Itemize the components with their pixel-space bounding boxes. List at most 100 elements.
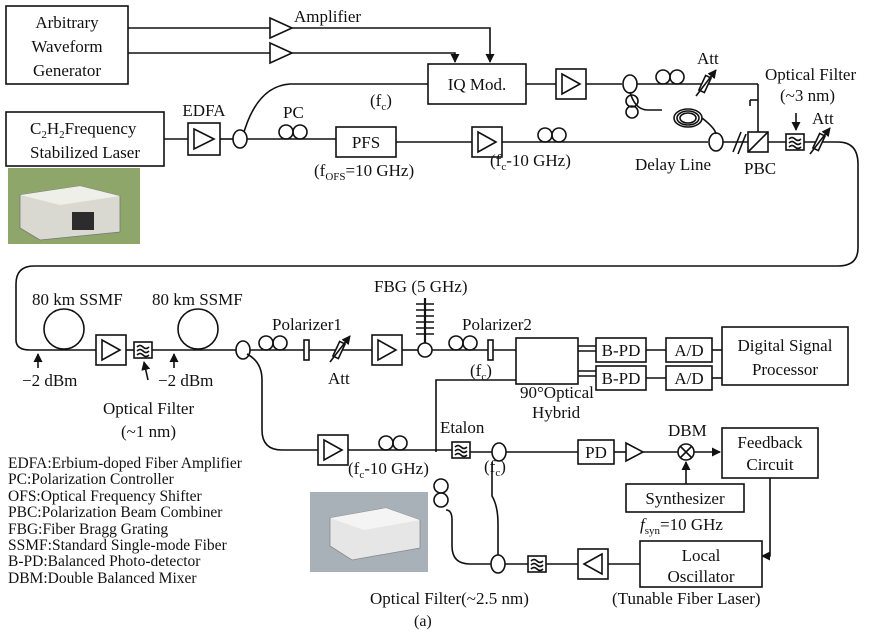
polarization-controller-4: Polarizer1 <box>258 315 342 351</box>
etalon: Etalon <box>440 418 485 459</box>
etalon-label: Etalon <box>440 418 485 437</box>
fc-minus-10-label-2: (fc-10 GHz) <box>348 459 429 481</box>
fc-minus-10-label-1: (fc-10 GHz) <box>490 151 571 173</box>
bpd-block-1: B-PD <box>595 337 647 363</box>
tunable-laser-label: (Tunable Fiber Laser) <box>612 589 761 608</box>
dsp-block: Digital Signal Processor <box>721 326 849 386</box>
laser-label-line2: Stabilized Laser <box>30 143 140 162</box>
optical-hybrid-block: 90°Optical Hybrid <box>515 337 594 422</box>
att-label-2: Att <box>812 109 834 128</box>
amplifier-after-iq <box>555 68 587 100</box>
ssmf-spool-1: 80 km SSMF <box>32 290 123 350</box>
device-photo <box>310 492 428 572</box>
isolator <box>577 548 609 580</box>
figure-caption: (a) <box>414 613 432 630</box>
c2h2-laser-block: C2H2Frequency Stabilized Laser <box>5 111 165 167</box>
pfs-label: PFS <box>352 133 380 152</box>
laser-label-line1: C2H2Frequency <box>30 119 137 141</box>
dbm-mixer: DBM <box>668 421 707 461</box>
bpd2-label: B-PD <box>602 369 641 388</box>
local-oscillator-block: Local Oscillator <box>639 540 763 588</box>
fofs-label: (fOFS=10 GHz) <box>314 161 414 183</box>
attenuator-1: Att <box>695 49 719 97</box>
adc2-label: A/D <box>674 369 703 388</box>
power-label-2: −2 dBm <box>158 371 213 390</box>
optical-filter-1-line1: Optical Filter <box>103 399 194 418</box>
amplifier-lower <box>317 434 349 466</box>
polarization-controller-5: Polarizer2 <box>448 315 532 351</box>
amplifier-inline <box>95 334 127 366</box>
bpd1-label: B-PD <box>602 341 641 360</box>
edfa-label: EDFA <box>182 101 226 120</box>
iq-mod-label: IQ Mod. <box>448 75 507 94</box>
ssmf1-label: 80 km SSMF <box>32 290 123 309</box>
amplifier-after-pfs <box>471 126 503 158</box>
dsp-label-line2: Processor <box>752 360 818 379</box>
attenuator-2: Att <box>809 109 834 155</box>
dsp-label-line1: Digital Signal <box>738 336 833 355</box>
pc-label: PC <box>283 103 304 122</box>
adc-block-1: A/D <box>665 337 713 363</box>
hybrid-label-line2: Hybrid <box>532 403 581 422</box>
fbg-label: FBG (5 GHz) <box>374 277 468 296</box>
polarization-controller-7 <box>433 478 449 508</box>
polarization-controller-1: PC <box>278 103 308 140</box>
delay-line-label: Delay Line <box>635 155 711 174</box>
lo-label-line2: Oscillator <box>667 567 734 586</box>
fc-label-iq: (fc) <box>370 91 392 113</box>
ssmf-spool-2: 80 km SSMF <box>152 290 243 350</box>
fsyn-label: fsyn=10 GHz <box>640 515 723 537</box>
electrical-amplifier <box>625 441 645 463</box>
pd-block: PD <box>577 439 615 465</box>
fiber-to-lower-branch <box>246 353 318 451</box>
pfs-block: PFS <box>335 126 397 158</box>
bpd-block-2: B-PD <box>595 365 647 391</box>
adc1-label: A/D <box>674 341 703 360</box>
amplifier-triangle-2 <box>269 41 294 65</box>
fiber-return-loop <box>15 141 859 351</box>
awg-label-line2: Waveform <box>31 37 102 56</box>
arbitrary-waveform-generator-block: Arbitrary Waveform Generator <box>5 5 129 85</box>
hybrid-outputs <box>578 345 596 377</box>
optical-filter-3-line2: (~3 nm) <box>780 86 835 105</box>
amplifier-triangle-1 <box>269 16 294 40</box>
polarization-controller-2 <box>537 127 567 143</box>
feedback-label-line2: Circuit <box>746 455 793 474</box>
awg-label-line3: Generator <box>33 61 101 80</box>
polarization-controller-6 <box>378 435 408 451</box>
awg-label-line1: Arbitrary <box>35 13 99 32</box>
optical-filter-1nm: Optical Filter (~1 nm) <box>103 341 194 441</box>
feedback-label-line1: Feedback <box>737 433 803 452</box>
legend-item: B-PD:Balanced Photo-detector <box>8 553 201 571</box>
synthesizer-label: Synthesizer <box>645 489 725 508</box>
polarizer2 <box>487 339 494 361</box>
pbc-label: PBC <box>744 159 776 178</box>
edfa-amplifier: EDFA <box>182 101 226 156</box>
abbreviation-legend: EDFA:Erbium-doped Fiber Amplifier PC:Pol… <box>8 455 242 587</box>
coupler-3 <box>235 340 251 360</box>
legend-item: SSMF:Standard Single-mode Fiber <box>8 537 227 555</box>
hybrid-label-line1: 90°Optical <box>520 383 594 402</box>
synthesizer-block: Synthesizer <box>625 483 745 513</box>
fiber-to-iq <box>243 83 428 133</box>
coupler-1 <box>232 129 248 149</box>
pbc-block: PBC <box>744 131 776 178</box>
legend-item: EDFA:Erbium-doped Fiber Amplifier <box>8 455 242 472</box>
feedback-circuit-block: Feedback Circuit <box>721 427 819 479</box>
attenuator-3: Att <box>328 335 351 388</box>
att-label-1: Att <box>697 49 719 68</box>
optical-filter-25-label: Optical Filter(~2.5 nm) <box>370 589 529 608</box>
power-label-1: −2 dBm <box>22 371 77 390</box>
ssmf2-label: 80 km SSMF <box>152 290 243 309</box>
lo-to-pd-path <box>491 462 499 555</box>
lo-fiber-return <box>445 509 491 565</box>
amplifier-pre-fbg <box>371 334 403 366</box>
legend-item: PBC:Polarization Beam Combiner <box>8 504 223 522</box>
lo-label-line1: Local <box>682 546 721 565</box>
legend-item: FBG:Fiber Bragg Grating <box>8 520 169 538</box>
delay-line: Delay Line <box>625 91 724 174</box>
optical-filter-3nm: Optical Filter (~3 nm) <box>765 65 856 151</box>
legend-item: DBM:Double Balanced Mixer <box>8 569 197 587</box>
optical-filter-1-line2: (~1 nm) <box>121 422 176 441</box>
